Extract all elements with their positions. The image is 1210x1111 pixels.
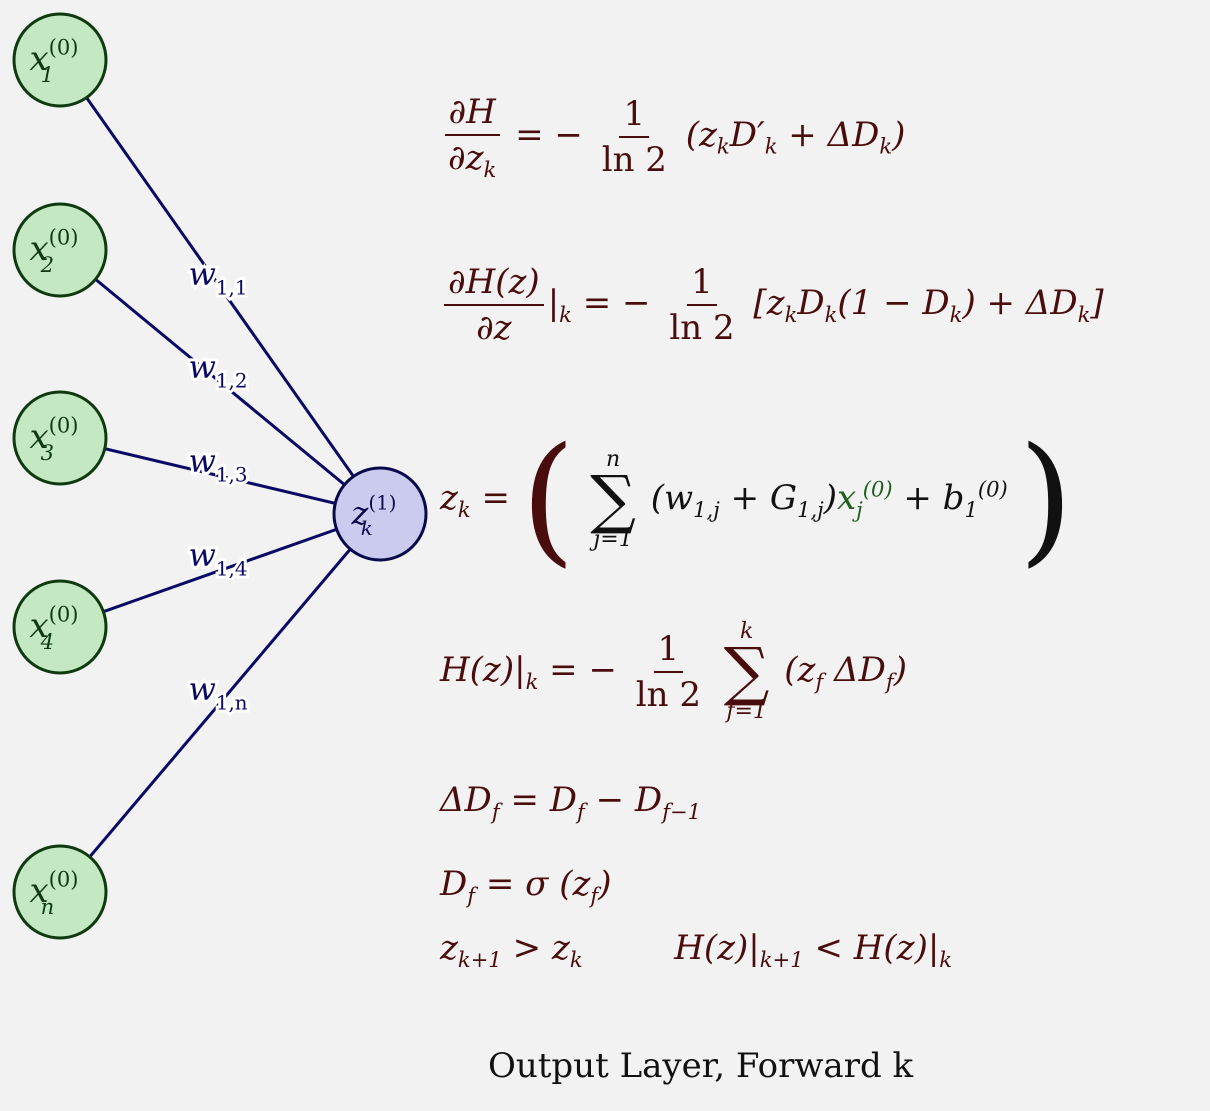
input-node-label-5: x(0)n <box>29 867 78 919</box>
equation-d-sigma: Df = σ (zf) <box>440 864 612 908</box>
output-node <box>332 466 428 562</box>
input-node-label-2: x(0)2 <box>29 225 78 277</box>
edge-2 <box>59 248 381 516</box>
input-node-1 <box>12 12 108 108</box>
equation-zk-forward: zk = ( n ∑ j=1 (w1,j + G1,j)xj(0) + b1(0… <box>440 418 1074 581</box>
equation-delta-d: ΔDf = Df − Df−1 <box>440 780 702 824</box>
output-node-label: z(1)k <box>351 492 397 541</box>
weight-label-3: w1,3 <box>189 442 248 487</box>
equation-partial-h-zk: ∂H ∂zk = − 1 ln 2 (zkD′k + ΔDk) <box>440 92 905 182</box>
weight-label-1: w1,1 <box>189 255 248 300</box>
input-node-5 <box>12 844 108 940</box>
equation-partial-h-z-at-k: ∂H(z) ∂z |k = − 1 ln 2 [zkDk(1 − Dk) + Δ… <box>440 262 1104 348</box>
input-node-label-4: x(0)4 <box>29 602 78 654</box>
input-node-2 <box>12 202 108 298</box>
input-node-3 <box>12 390 108 486</box>
diagram-caption: Output Layer, Forward k <box>488 1046 914 1086</box>
edge-1 <box>58 59 382 515</box>
weight-label-5: w1,n <box>188 670 247 715</box>
input-node-4 <box>12 579 108 675</box>
input-node-label-3: x(0)3 <box>29 413 78 465</box>
weight-labels: w1,1 w1,2 w1,3 w1,4 w1,n <box>185 252 250 718</box>
weight-label-2: w1,2 <box>189 348 248 393</box>
equation-inequalities: zk+1 > zk H(z)|k+1 < H(z)|k <box>440 928 953 972</box>
edge-3 <box>59 436 381 516</box>
weight-label-4: w1,4 <box>189 536 248 581</box>
edge-5 <box>58 513 382 893</box>
equation-h-at-k: H(z)|k = − 1 ln 2 k ∑ f=1 (zf ΔDf) <box>440 619 907 724</box>
edge-4 <box>59 512 381 629</box>
edges <box>58 59 382 893</box>
nodes: x(0)1 x(0)2 x(0)3 x(0)4 x(0)n z(1)k <box>12 12 428 940</box>
input-node-label-1: x(0)1 <box>29 35 78 87</box>
